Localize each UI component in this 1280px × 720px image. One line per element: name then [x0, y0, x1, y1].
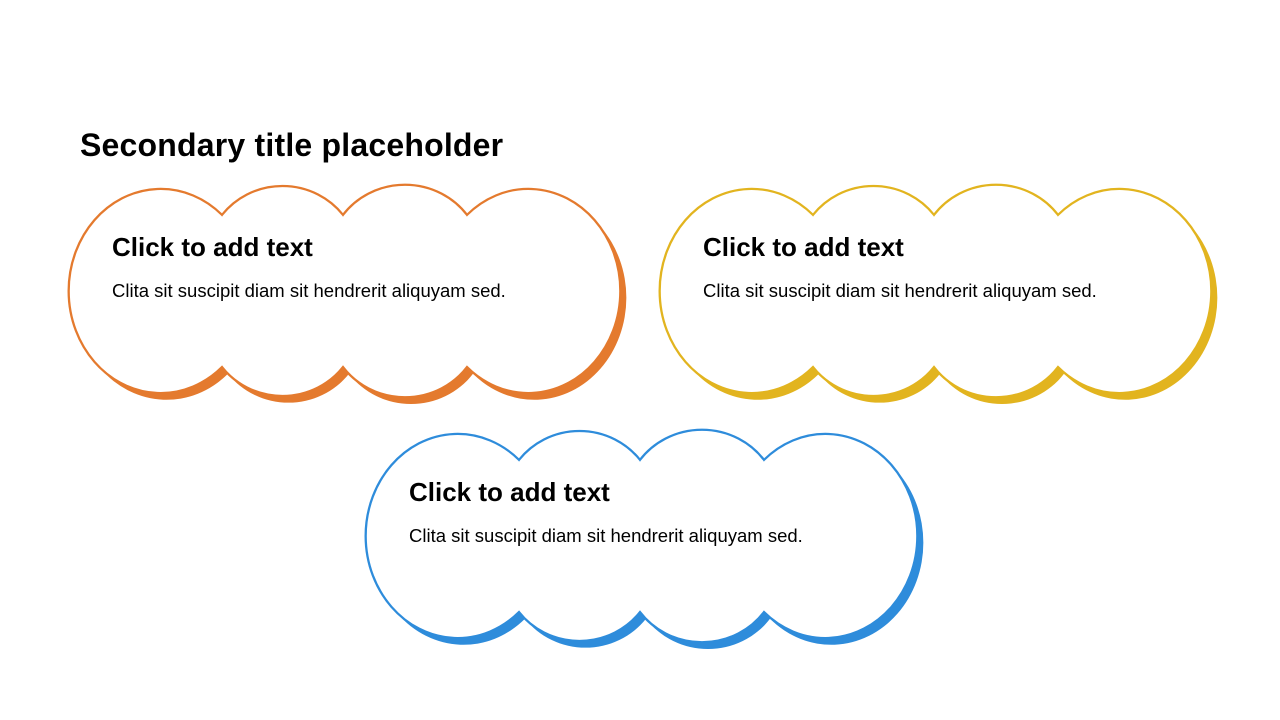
cloud-body-text[interactable]: Clita sit suscipit diam sit hendrerit al… [409, 525, 803, 546]
cloud-body-text[interactable]: Clita sit suscipit diam sit hendrerit al… [112, 280, 506, 301]
cloud-heading[interactable]: Click to add text [409, 477, 610, 507]
cloud-card-orange[interactable]: Click to add text Clita sit suscipit dia… [59, 183, 639, 413]
cloud-card-gold[interactable]: Click to add text Clita sit suscipit dia… [650, 183, 1230, 413]
cloud-heading[interactable]: Click to add text [112, 232, 313, 262]
cloud-card-blue[interactable]: Click to add text Clita sit suscipit dia… [356, 428, 936, 658]
cloud-heading[interactable]: Click to add text [703, 232, 904, 262]
slide-title[interactable]: Secondary title placeholder [80, 127, 504, 163]
cloud-body-text[interactable]: Clita sit suscipit diam sit hendrerit al… [703, 280, 1097, 301]
